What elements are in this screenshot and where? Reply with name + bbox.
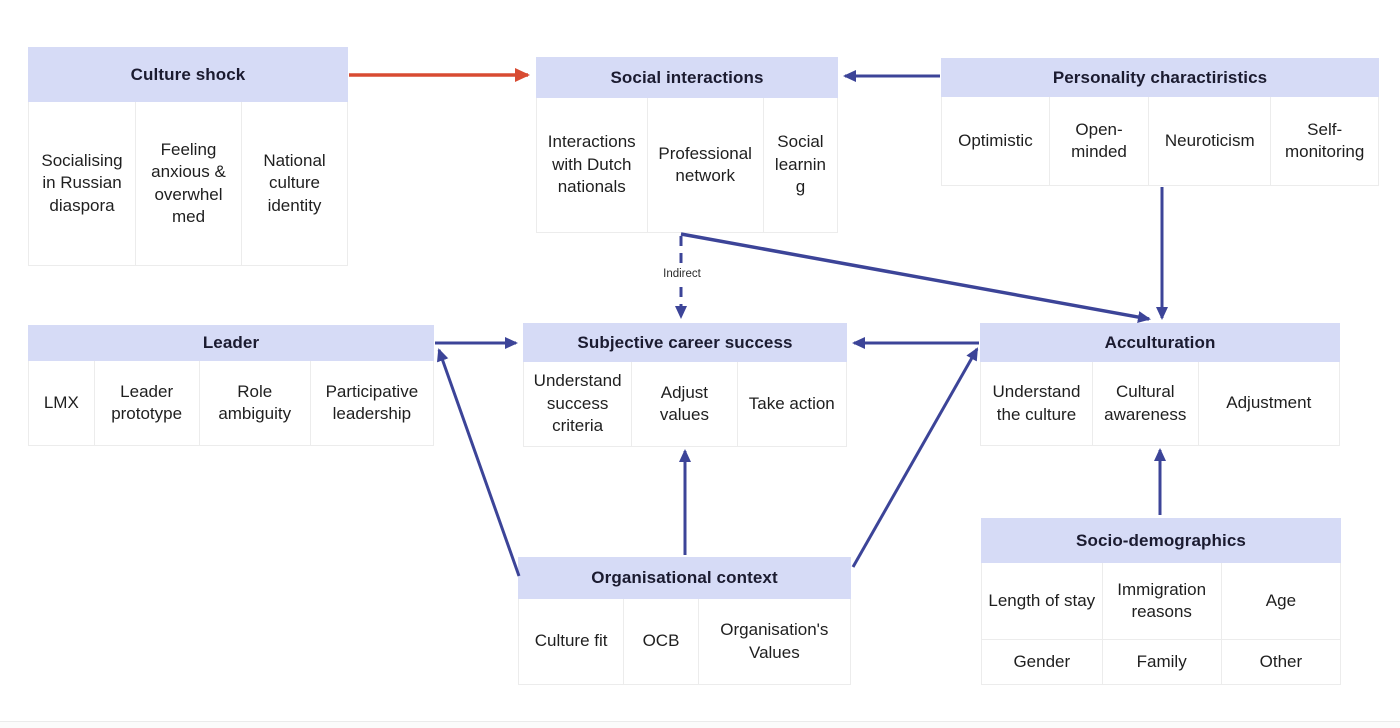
cell-socialising-russian-diaspora: Socialising in Russian diaspora bbox=[29, 102, 135, 265]
cell-role-ambiguity: Role ambiguity bbox=[198, 361, 310, 445]
cell-culture-fit: Culture fit bbox=[519, 599, 624, 684]
box-title-culture-shock: Culture shock bbox=[28, 47, 348, 102]
cell-self-monitoring: Self- monitoring bbox=[1270, 97, 1378, 185]
cell-participative-leadership: Participative leadership bbox=[309, 361, 433, 445]
cell-feeling-anxious-overwhelmed: Feeling anxious & overwhel med bbox=[135, 102, 241, 265]
edge-organisational-context-to-leader bbox=[437, 348, 521, 577]
box-socio-demographics: Socio-demographics Length of stay Immigr… bbox=[981, 518, 1341, 685]
cell-age: Age bbox=[1220, 563, 1341, 639]
cell-neuroticism: Neuroticism bbox=[1148, 97, 1271, 185]
cell-gender: Gender bbox=[982, 640, 1102, 684]
cell-professional-network: Professional network bbox=[646, 98, 763, 232]
cell-lmx: LMX bbox=[29, 361, 94, 445]
edge-social-interactions-to-acculturation bbox=[680, 232, 1151, 323]
box-acculturation: Acculturation Understand the culture Cul… bbox=[980, 323, 1340, 446]
box-title-social-interactions: Social interactions bbox=[536, 57, 838, 98]
box-title-acculturation: Acculturation bbox=[980, 323, 1340, 362]
cell-cultural-awareness: Cultural awareness bbox=[1091, 362, 1198, 445]
cell-take-action: Take action bbox=[736, 362, 847, 446]
cell-family: Family bbox=[1101, 640, 1221, 684]
cell-adjustment: Adjustment bbox=[1197, 362, 1339, 445]
cell-interactions-dutch-nationals: Interactions with Dutch nationals bbox=[537, 98, 647, 232]
cell-length-of-stay: Length of stay bbox=[982, 563, 1102, 639]
box-organisational-context: Organisational context Culture fit OCB O… bbox=[518, 557, 851, 685]
box-title-socio-demographics: Socio-demographics bbox=[981, 518, 1341, 563]
cell-optimistic: Optimistic bbox=[942, 97, 1049, 185]
edge-organisational-context-to-acculturation bbox=[851, 347, 979, 568]
box-title-leader: Leader bbox=[28, 325, 434, 361]
cell-national-culture-identity: National culture identity bbox=[241, 102, 347, 265]
box-culture-shock: Culture shock Socialising in Russian dia… bbox=[28, 47, 348, 266]
box-personality-charactiristics: Personality charactiristics Optimistic O… bbox=[941, 58, 1379, 186]
box-subjective-career-success: Subjective career success Understand suc… bbox=[523, 323, 847, 447]
bottom-divider bbox=[0, 721, 1400, 728]
box-social-interactions: Social interactions Interactions with Du… bbox=[536, 57, 838, 233]
cell-leader-prototype: Leader prototype bbox=[93, 361, 199, 445]
box-title-subjective-career-success: Subjective career success bbox=[523, 323, 847, 362]
cell-open-minded: Open- minded bbox=[1048, 97, 1149, 185]
cell-ocb: OCB bbox=[623, 599, 698, 684]
box-title-organisational-context: Organisational context bbox=[518, 557, 851, 599]
box-title-personality: Personality charactiristics bbox=[941, 58, 1379, 97]
edge-label-indirect: Indirect bbox=[651, 268, 713, 280]
cell-social-learning: Social learnin g bbox=[762, 98, 837, 232]
cell-understand-the-culture: Understand the culture bbox=[981, 362, 1092, 445]
cell-adjust-values: Adjust values bbox=[631, 362, 737, 446]
cell-immigration-reasons: Immigration reasons bbox=[1101, 563, 1221, 639]
cell-other: Other bbox=[1220, 640, 1341, 684]
cell-organisations-values: Organisation's Values bbox=[697, 599, 850, 684]
cell-understand-success-criteria: Understand success criteria bbox=[524, 362, 632, 446]
box-leader: Leader LMX Leader prototype Role ambigui… bbox=[28, 325, 434, 446]
